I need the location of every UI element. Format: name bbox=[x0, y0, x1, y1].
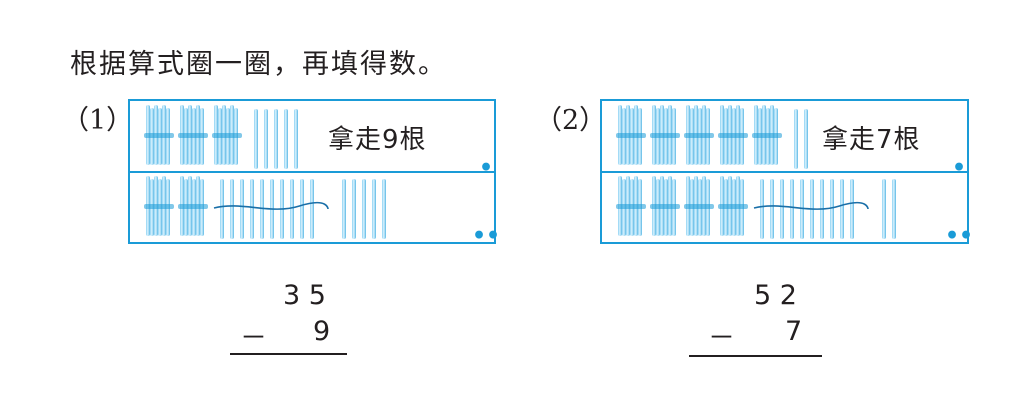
stick-bundle-of-ten bbox=[178, 176, 208, 239]
stick-bundle-of-ten bbox=[718, 176, 748, 239]
single-stick bbox=[264, 109, 268, 169]
stick-bundle-of-ten bbox=[212, 105, 242, 168]
single-stick bbox=[294, 109, 298, 169]
problem-2-bottom-marker: •• bbox=[945, 223, 974, 249]
single-stick bbox=[892, 179, 896, 239]
single-stick bbox=[284, 109, 288, 169]
untied-stick bbox=[290, 179, 294, 239]
stick-bundle-of-ten bbox=[752, 105, 782, 168]
problem-1-bottom-marker: •• bbox=[472, 223, 501, 249]
problem-1-divider bbox=[130, 171, 494, 173]
untied-stick bbox=[310, 179, 314, 239]
calc-2-answer-line bbox=[689, 355, 822, 357]
calc-1-minus-sign: － bbox=[240, 323, 267, 354]
instruction-text: 根据算式圈一圈，再填得数。 bbox=[70, 49, 447, 80]
untied-stick bbox=[250, 179, 254, 239]
stick-bundle-of-ten bbox=[616, 105, 646, 168]
single-stick bbox=[372, 179, 376, 239]
problem-2-box: 拿走7根 • •• bbox=[600, 99, 973, 247]
single-stick bbox=[254, 109, 258, 169]
single-stick bbox=[342, 179, 346, 239]
problem-2-top-marker: • bbox=[952, 155, 967, 181]
calc-2-minuend: 5 2 bbox=[754, 280, 797, 311]
single-stick bbox=[274, 109, 278, 169]
stick-bundle-of-ten bbox=[616, 176, 646, 239]
single-stick bbox=[804, 109, 808, 169]
stick-bundle-of-ten bbox=[684, 105, 714, 168]
untied-stick bbox=[220, 179, 224, 239]
problem-1-take-away-label: 拿走9根 bbox=[328, 125, 427, 155]
stick-bundle-of-ten bbox=[650, 105, 680, 168]
problem-2-take-away-label: 拿走7根 bbox=[822, 125, 921, 155]
problem-1-bottom-row bbox=[130, 173, 494, 243]
untied-bundle-wavy-line bbox=[753, 201, 869, 210]
problem-2-top-row bbox=[602, 101, 967, 171]
single-stick bbox=[362, 179, 366, 239]
stick-bundle-of-ten bbox=[684, 176, 714, 239]
calc-1-minuend: 3 5 bbox=[283, 280, 326, 311]
problem-2-divider bbox=[602, 171, 967, 173]
single-stick bbox=[352, 179, 356, 239]
untied-stick bbox=[850, 179, 854, 239]
stick-bundle-of-ten bbox=[144, 176, 174, 239]
problem-1-top-marker: • bbox=[479, 155, 494, 181]
calc-1-answer-line bbox=[230, 353, 347, 355]
problem-1-box: 拿走9根 • •• bbox=[128, 99, 500, 247]
problem-1-label: （1） bbox=[62, 105, 134, 136]
problem-2-label: （2） bbox=[535, 105, 607, 136]
single-stick bbox=[794, 109, 798, 169]
untied-stick bbox=[240, 179, 244, 239]
stick-bundle-of-ten bbox=[718, 105, 748, 168]
stick-bundle-of-ten bbox=[144, 105, 174, 168]
problem-2-bottom-row bbox=[602, 173, 967, 243]
calc-1-subtrahend: 9 bbox=[313, 316, 331, 347]
untied-stick bbox=[830, 179, 834, 239]
untied-stick bbox=[770, 179, 774, 239]
calc-2-minus-sign: － bbox=[708, 323, 735, 354]
calc-2-subtrahend: 7 bbox=[785, 316, 803, 347]
untied-stick bbox=[300, 179, 304, 239]
untied-stick bbox=[790, 179, 794, 239]
untied-stick bbox=[840, 179, 844, 239]
untied-bundle-wavy-line bbox=[213, 201, 329, 210]
stick-bundle-of-ten bbox=[650, 176, 680, 239]
untied-stick bbox=[780, 179, 784, 239]
single-stick bbox=[382, 179, 386, 239]
untied-stick bbox=[760, 179, 764, 239]
problem-1-top-row bbox=[130, 101, 494, 171]
single-stick bbox=[882, 179, 886, 239]
stick-bundle-of-ten bbox=[178, 105, 208, 168]
untied-stick bbox=[230, 179, 234, 239]
